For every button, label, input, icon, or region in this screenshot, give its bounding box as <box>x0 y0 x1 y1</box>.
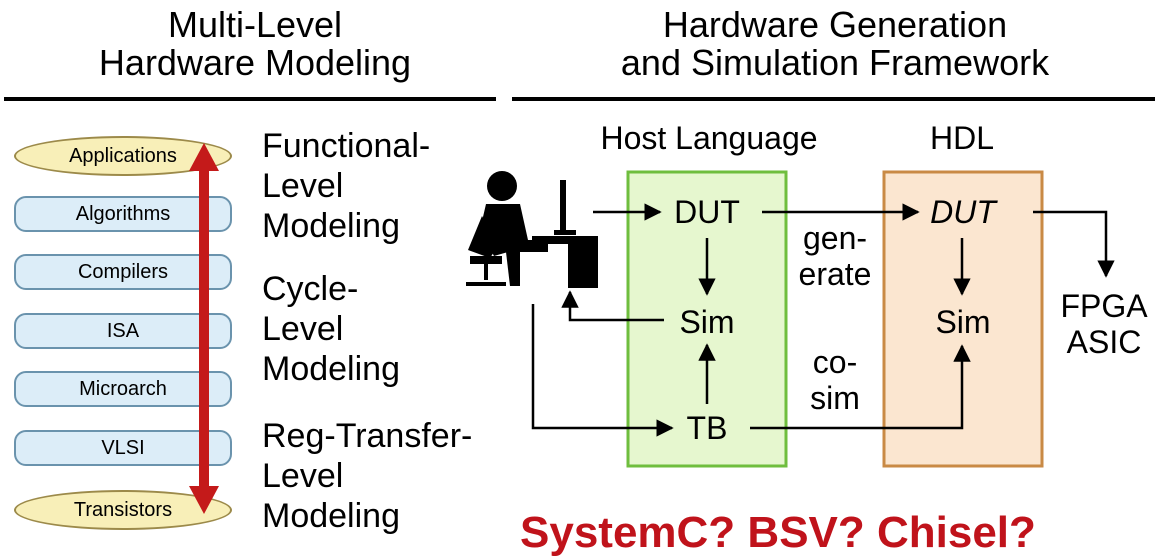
right-heading: Hardware Generation and Simulation Frame… <box>520 6 1150 82</box>
level-functional-line1: Functional- <box>262 127 431 165</box>
left-heading-line1: Multi-Level <box>167 4 343 45</box>
right-heading-rule <box>512 97 1155 101</box>
abstraction-double-arrow <box>189 143 219 514</box>
stack-item-compilers: Compilers <box>14 254 232 290</box>
left-heading: Multi-Level Hardware Modeling <box>20 6 490 82</box>
hdl-dut-label: DUT <box>930 194 996 230</box>
stack-item-isa: ISA <box>14 313 232 349</box>
host-dut-label: DUT <box>674 194 740 230</box>
arrow-to-fpga-asic <box>1033 210 1115 278</box>
level-rtl-line3: Modeling <box>262 497 400 535</box>
user-at-desk-icon <box>466 171 598 288</box>
host-tb-label: TB <box>686 410 728 446</box>
level-functional-line2: Level <box>262 167 344 205</box>
host-sim-label: Sim <box>679 304 735 340</box>
cosim-line1: co- <box>812 344 858 380</box>
level-cycle-line3: Modeling <box>262 350 400 388</box>
level-rtl-line1: Reg-Transfer- <box>262 417 473 455</box>
level-label-cycle: Cycle- Level Modeling <box>262 269 400 389</box>
generate-line2: erate <box>798 256 872 292</box>
generate-line1: gen- <box>802 220 868 256</box>
level-rtl-line2: Level <box>262 457 344 495</box>
arrow-sim-to-user <box>561 290 664 322</box>
asic-line: ASIC <box>1066 324 1142 360</box>
arrow-user-to-tb <box>531 304 674 437</box>
cosim-label: co- sim <box>786 344 884 416</box>
host-language-label: Host Language <box>600 120 818 156</box>
arrow-cosim <box>750 344 971 430</box>
hdl-sim-label: Sim <box>935 304 991 340</box>
flow-arrows <box>531 203 1115 437</box>
right-heading-line1: Hardware Generation <box>662 4 1008 45</box>
left-heading-line2: Hardware Modeling <box>98 42 412 83</box>
stack-item-vlsi: VLSI <box>14 430 232 466</box>
left-heading-rule <box>4 97 496 101</box>
stack-item-microarch: Microarch <box>14 371 232 407</box>
framework-question: SystemC? BSV? Chisel? <box>520 508 1036 557</box>
right-heading-line2: and Simulation Framework <box>620 42 1050 83</box>
hdl-label: HDL <box>929 120 994 156</box>
fpga-asic-label: FPGA ASIC <box>1052 288 1156 360</box>
stack-item-algorithms: Algorithms <box>14 196 232 232</box>
level-label-functional: Functional- Level Modeling <box>262 126 430 246</box>
generate-label: gen- erate <box>786 220 884 292</box>
cosim-line2: sim <box>810 380 860 416</box>
level-functional-line3: Modeling <box>262 207 400 245</box>
fpga-line: FPGA <box>1060 288 1148 324</box>
level-label-rtl: Reg-Transfer- Level Modeling <box>262 416 472 536</box>
level-cycle-line1: Cycle- <box>262 270 359 308</box>
level-cycle-line2: Level <box>262 310 344 348</box>
